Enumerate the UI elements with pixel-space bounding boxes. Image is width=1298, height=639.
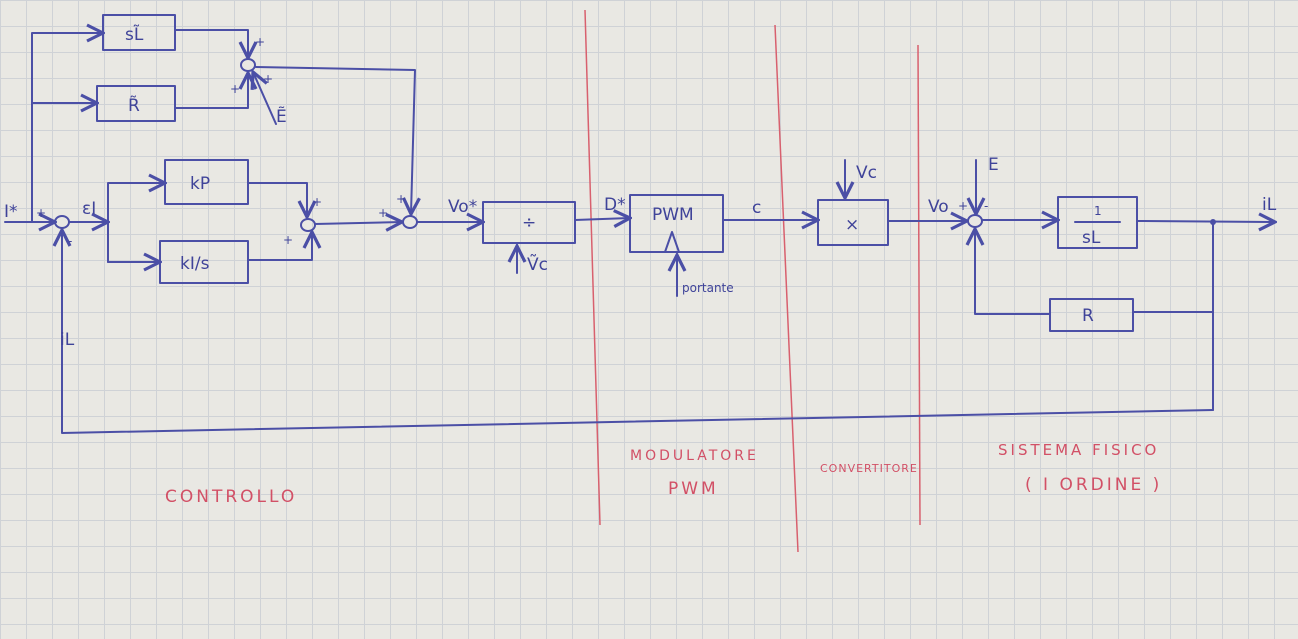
section-modulator-label: MODULATORE (630, 448, 759, 464)
divider-control-modulator (584, 9, 601, 526)
vc-label: Vc (856, 163, 877, 183)
block-1-over-sl-denominator: sL (1082, 228, 1101, 248)
block-ki-s (159, 240, 249, 284)
block-1-over-sl (1057, 196, 1138, 249)
divider-converter-plant (917, 44, 921, 526)
sign: + (263, 72, 273, 86)
d-ref-label: D* (604, 195, 626, 215)
sign: + (378, 206, 388, 220)
e-label: E (988, 155, 999, 175)
line-feedforward-to-sum (255, 66, 415, 214)
block-r-tilde-label: R̃ (128, 95, 140, 116)
sum-plant (967, 214, 983, 228)
sum-feedforward (240, 58, 256, 72)
line-r-to-sum (174, 73, 248, 109)
sum-pi (300, 218, 316, 232)
block-divide (482, 201, 576, 244)
il-output-line (1136, 221, 1275, 222)
divider-modulator-converter (774, 24, 799, 553)
block-pwm-label: PWM (652, 205, 694, 225)
block-pwm (629, 194, 724, 253)
sign: + (230, 82, 240, 96)
error-label: εI (82, 199, 96, 219)
block-kp-label: kP (190, 174, 210, 194)
sign: + (283, 233, 293, 247)
i-ref-label: I* (4, 202, 18, 222)
block-r-tilde (96, 85, 176, 122)
d-ref-line (574, 218, 630, 220)
block-multiply-label: × (845, 215, 859, 235)
line-to-kp (107, 183, 165, 263)
sum-error (54, 215, 70, 229)
block-sl-tilde-label: sL̃ (125, 24, 144, 45)
sign: - (984, 199, 988, 213)
il-output-label: iL (1262, 195, 1277, 215)
vc-tilde-label: Ṽc (527, 253, 548, 275)
sum-vo-ref (402, 215, 418, 229)
block-r-label: R (1082, 306, 1094, 326)
line-e-tilde (253, 72, 277, 125)
sign: + (312, 195, 322, 209)
block-multiply (817, 199, 889, 246)
line-ki-to-sum (247, 232, 312, 261)
block-sl-tilde (102, 14, 176, 51)
block-ki-s-label: kI/s (180, 254, 210, 274)
sign: - (68, 234, 72, 248)
line-sl-to-sum (174, 29, 248, 58)
line-kp-to-sum (247, 182, 307, 217)
section-control-label: CONTROLLO (165, 487, 297, 507)
line-r-to-sum (975, 229, 1051, 315)
il-feedback-label: iL (60, 330, 75, 350)
sign: + (255, 35, 265, 49)
sign: + (36, 206, 46, 220)
section-plant-order-label: ( I ORDINE ) (1025, 475, 1162, 495)
sign: + (958, 199, 968, 213)
sign: + (396, 192, 406, 206)
block-1-over-sl-numerator: 1 (1094, 204, 1102, 218)
il-feedback-line (62, 230, 1214, 434)
vo-ref-label: Vo* (448, 197, 477, 217)
switch-label: c (752, 198, 761, 218)
section-converter-label: CONVERTITORE (820, 462, 918, 475)
carrier-label: portante (682, 281, 734, 295)
triangle-carrier-icon (664, 231, 680, 253)
block-divide-label: ÷ (522, 213, 536, 233)
section-modulator-pwm-label: PWM (668, 479, 719, 499)
section-plant-label: SISTEMA FISICO (998, 441, 1159, 459)
line-pi-to-sum (314, 222, 402, 224)
e-tilde-label: Ẽ (276, 105, 287, 127)
feedforward-line-sl (31, 33, 103, 223)
vo-label: Vo (928, 197, 949, 217)
